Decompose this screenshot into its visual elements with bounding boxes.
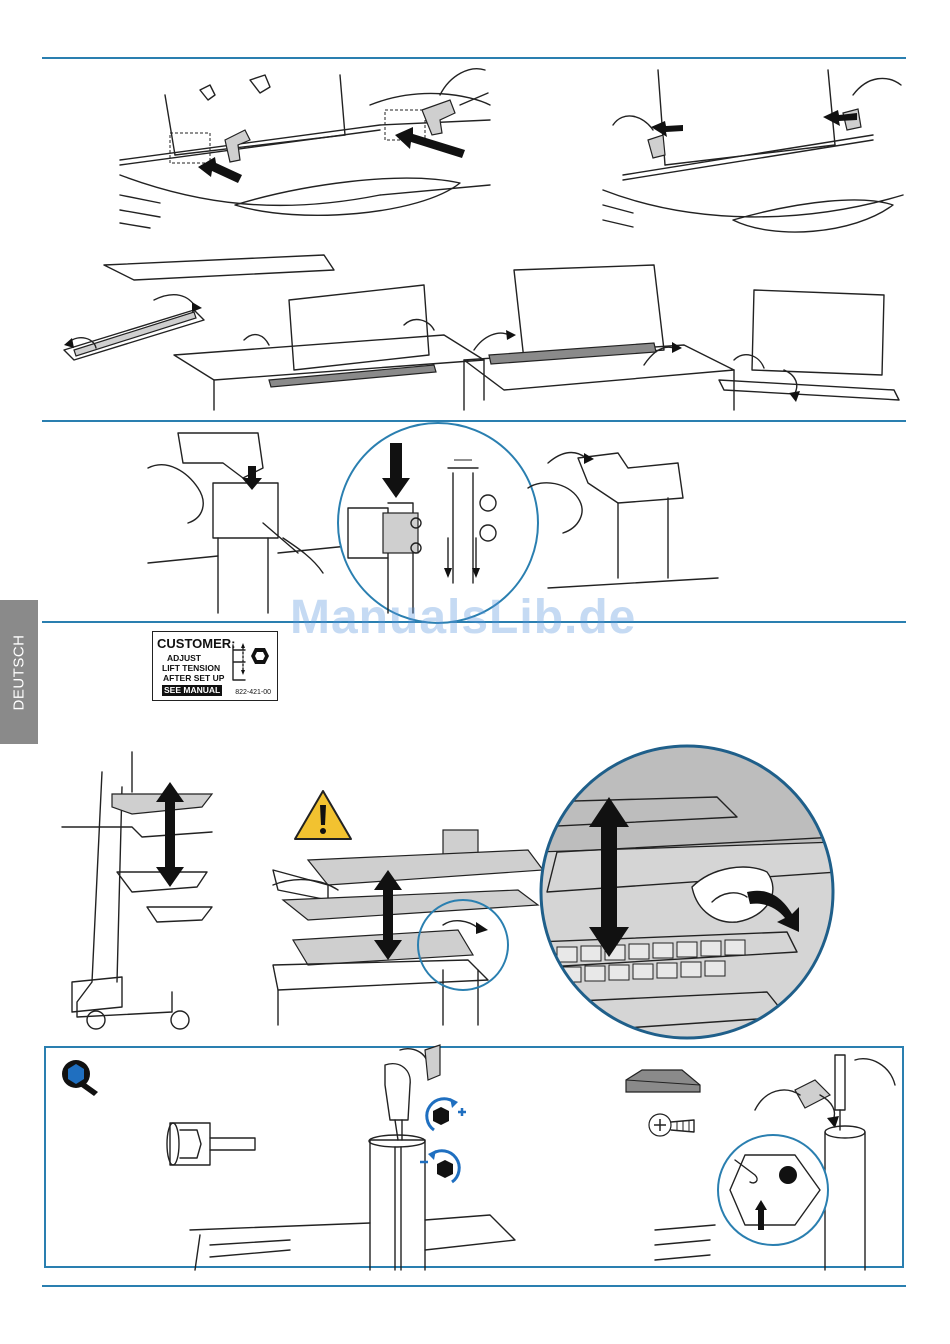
watermark: ManualsLib.de	[290, 590, 636, 645]
figure-drill-adjust	[190, 1045, 520, 1270]
figure-handle-zoom	[537, 742, 837, 1042]
rotate-counterclockwise-minus-icon	[418, 1148, 466, 1190]
label-line-customer: CUSTOMER:	[157, 637, 235, 650]
figure-worksurface-release	[268, 830, 548, 1025]
figure-cart-height-adjust	[62, 752, 222, 1032]
figure-clip-press	[603, 65, 903, 245]
figure-cap-removal	[655, 1050, 903, 1270]
section-rule-bottom	[42, 1285, 906, 1287]
label-line-adjust: ADJUST	[167, 654, 201, 663]
figure-wrist-rest-sequence	[44, 250, 904, 415]
label-line-after-setup: AFTER SET UP	[163, 674, 224, 683]
language-tab-label: DEUTSCH	[11, 634, 28, 710]
label-line-see-manual: SEE MANUAL	[162, 685, 222, 696]
section-rule-top	[42, 57, 906, 59]
rotate-clockwise-plus-icon	[422, 1096, 468, 1136]
section-rule-2	[42, 420, 906, 422]
label-part-code: 822-421-00	[235, 689, 271, 696]
lift-tension-label: CUSTOMER: ADJUST LIFT TENSION AFTER SET …	[152, 631, 278, 701]
label-line-lift-tension: LIFT TENSION	[162, 664, 220, 673]
label-cart-icon	[231, 640, 273, 684]
figure-clip-insertion	[120, 65, 490, 230]
language-tab: DEUTSCH	[0, 600, 38, 744]
hex-wrench-icon	[58, 1056, 102, 1096]
